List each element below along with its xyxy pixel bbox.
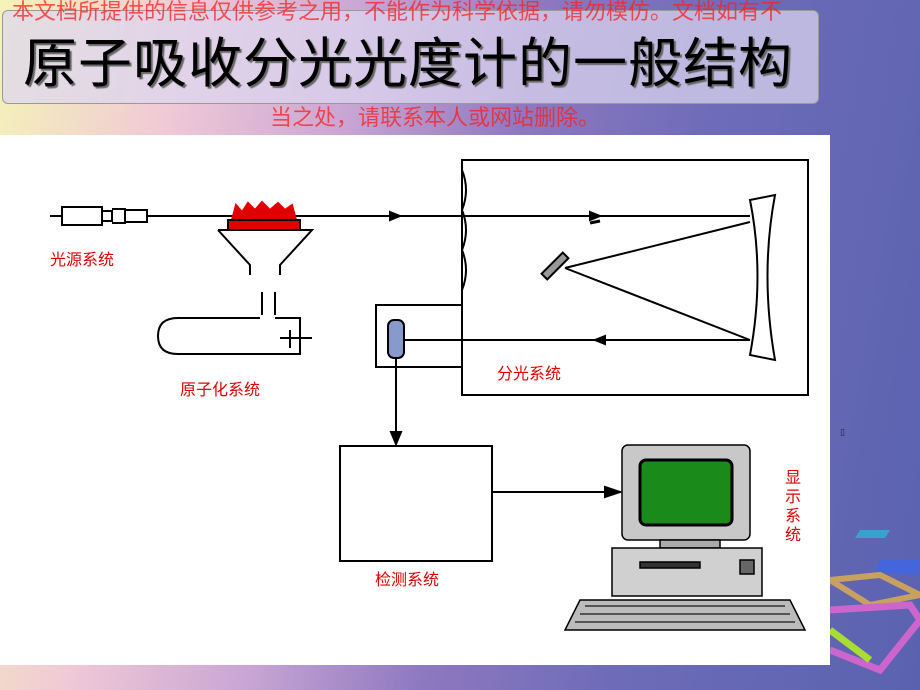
watermark-line-2: 当之处，请联系本人或网站删除。 [270, 106, 601, 131]
aas-diagram [50, 159, 809, 631]
monochromator-box [460, 159, 809, 396]
label-light-source: 光源系统 [50, 250, 115, 269]
nebulizer-icon [156, 317, 312, 355]
computer-icon [563, 444, 807, 631]
label-atomizer: 原子化系统 [180, 380, 261, 399]
burner-flame-icon [217, 200, 315, 315]
detector-box [339, 445, 493, 562]
grating [540, 251, 570, 281]
title-box: 原子吸收分光光度计的一般结构 [2, 10, 819, 104]
label-detector: 检测系统 [375, 570, 440, 589]
slide-title: 原子吸收分光光度计的一般结构 [23, 32, 793, 95]
watermark-line-1: 本文档所提供的信息仅供参考之用，不能作为科学依据，请勿模仿。文档如有不 [12, 0, 783, 25]
photomultiplier-icon [387, 319, 405, 359]
label-monochromator: 分光系统 [497, 364, 562, 383]
label-display: 显示系统 [785, 468, 802, 544]
detector-housing [375, 304, 463, 368]
concave-mirror [748, 193, 777, 362]
placeholder-glyph: ▯ [840, 428, 845, 438]
decorative-frames-graphic [830, 530, 920, 675]
diagram-panel [0, 135, 830, 665]
lamp-icon [50, 206, 148, 226]
